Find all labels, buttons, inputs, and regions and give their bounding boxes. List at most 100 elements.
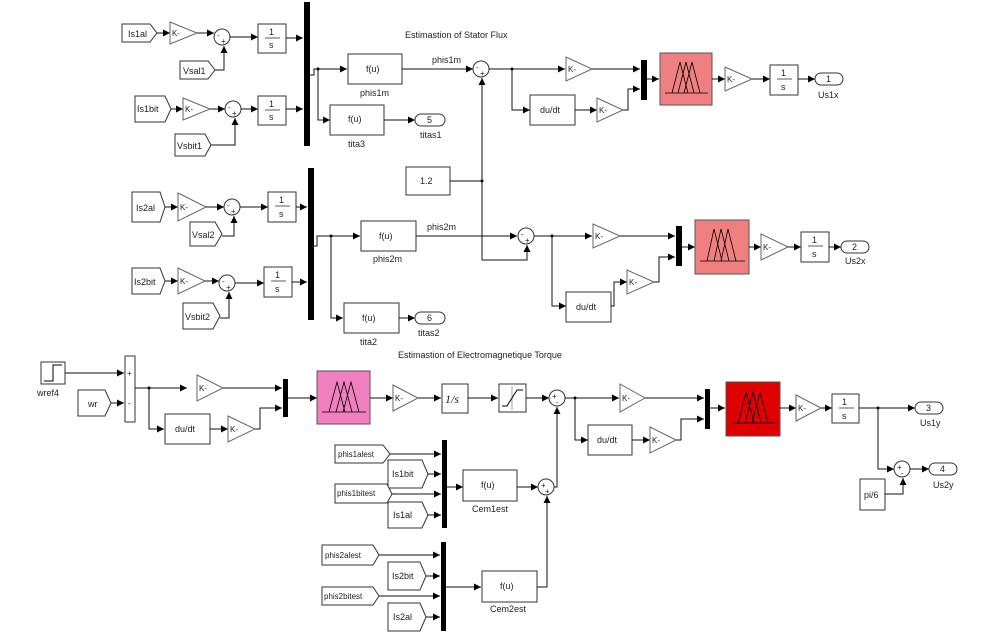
from-phis1bitest[interactable]: phis1bitest bbox=[334, 483, 393, 504]
svg-text:du/dt: du/dt bbox=[175, 424, 196, 434]
fuzzy-controller-2[interactable] bbox=[694, 219, 750, 275]
sum-block[interactable]: - + bbox=[517, 227, 535, 245]
from-is1al-b[interactable]: Is1al bbox=[387, 501, 429, 529]
svg-text:5: 5 bbox=[427, 115, 432, 125]
sum-block[interactable]: - + bbox=[213, 28, 231, 46]
svg-text:Vsbit2: Vsbit2 bbox=[185, 312, 210, 322]
gain-block[interactable]: K- bbox=[724, 66, 754, 92]
svg-text:K-: K- bbox=[199, 384, 207, 393]
gain-block[interactable]: K- bbox=[626, 269, 656, 295]
step-wref4[interactable]: wref4 bbox=[36, 361, 66, 398]
fcn-phis2m[interactable]: f(u) phis2m bbox=[360, 220, 417, 264]
mux-bar[interactable] bbox=[304, 2, 310, 146]
svg-text:s: s bbox=[275, 284, 280, 294]
outport-titas1[interactable]: 5 titas1 bbox=[414, 113, 446, 140]
svg-text:K-: K- bbox=[727, 75, 735, 84]
derivative-block[interactable]: du/dt bbox=[587, 424, 633, 456]
svg-text:1: 1 bbox=[279, 195, 284, 205]
svg-text:f(u): f(u) bbox=[362, 313, 376, 323]
sum-block[interactable]: - + bbox=[224, 100, 242, 118]
svg-text:+: + bbox=[226, 283, 231, 292]
mux-bar[interactable] bbox=[442, 440, 447, 528]
gain-block[interactable]: K- bbox=[565, 56, 594, 82]
gain-block[interactable]: K- bbox=[169, 21, 199, 45]
integrator-block[interactable]: 1 s bbox=[263, 266, 293, 298]
gain-block[interactable]: K- bbox=[619, 383, 647, 413]
integrator-block[interactable]: 1 s bbox=[769, 64, 799, 96]
gain-block[interactable]: K- bbox=[649, 426, 678, 454]
from-is2bit[interactable]: Is2bit bbox=[131, 267, 166, 295]
outport-titas2[interactable]: 6 titas2 bbox=[414, 311, 446, 338]
sum-block[interactable]: + + bbox=[537, 478, 555, 496]
from-vsal2[interactable]: Vsal2 bbox=[189, 221, 223, 247]
svg-text:Is1bit: Is1bit bbox=[137, 104, 159, 114]
outport-us1y[interactable]: 3 Us1y bbox=[914, 401, 944, 428]
svg-text:Vsbit1: Vsbit1 bbox=[177, 141, 202, 151]
derivative-block[interactable]: du/dt bbox=[164, 413, 211, 445]
mux-bar[interactable] bbox=[283, 379, 288, 417]
from-vsbit1[interactable]: Vsbit1 bbox=[174, 133, 212, 157]
fcn-phis1m[interactable]: f(u) phis1m bbox=[347, 53, 403, 98]
outport-us2x[interactable]: 2 Us2x bbox=[840, 240, 870, 266]
sum-block-rect[interactable]: + - bbox=[124, 355, 136, 423]
from-is1bit[interactable]: Is1bit bbox=[134, 95, 172, 123]
gain-block[interactable]: K- bbox=[227, 415, 257, 443]
from-phis2bitest[interactable]: phis2bitest bbox=[321, 586, 380, 606]
outport-us2y[interactable]: 4 Us2y bbox=[928, 462, 958, 490]
integrator-block[interactable]: 1/s bbox=[441, 383, 469, 414]
gain-block[interactable]: K- bbox=[177, 267, 207, 295]
gain-block[interactable]: K- bbox=[182, 97, 212, 121]
fuzzy-controller-3[interactable] bbox=[725, 381, 781, 437]
mux-bar[interactable] bbox=[641, 60, 647, 100]
constant-pi-6[interactable]: pi/6 bbox=[859, 478, 886, 511]
gain-block[interactable]: K- bbox=[592, 223, 622, 249]
from-phis2alest[interactable]: phis2alest bbox=[321, 544, 380, 566]
fcn-tita2[interactable]: f(u) tita2 bbox=[343, 302, 400, 347]
gain-block[interactable]: K- bbox=[596, 97, 625, 123]
fcn-cem1est[interactable]: f(u) Cem1est bbox=[462, 469, 518, 514]
stator-flux-title: Estimastion of Stator Flux bbox=[405, 30, 508, 40]
fuzzy-controller-1[interactable] bbox=[659, 52, 713, 106]
sum-block[interactable]: + - bbox=[548, 389, 566, 407]
svg-text:1/s: 1/s bbox=[445, 392, 459, 406]
sum-block[interactable]: + - bbox=[893, 460, 911, 478]
gain-block[interactable]: K- bbox=[760, 233, 790, 261]
from-wr[interactable]: wr bbox=[77, 389, 112, 417]
mux-bar[interactable] bbox=[441, 542, 446, 631]
outport-us1x[interactable]: 1 Us1x bbox=[814, 72, 844, 100]
from-vsal1[interactable]: Vsal1 bbox=[179, 60, 216, 80]
gain-block[interactable]: K- bbox=[392, 384, 420, 412]
derivative-block[interactable]: du/dt bbox=[529, 94, 576, 126]
svg-text:+: + bbox=[897, 463, 902, 472]
from-is1al[interactable]: Is1al bbox=[121, 23, 158, 43]
from-is2al-b[interactable]: Is2al bbox=[387, 602, 427, 632]
svg-text:phis1bitest: phis1bitest bbox=[337, 489, 376, 498]
mux-bar[interactable] bbox=[705, 389, 710, 429]
gain-block[interactable]: K- bbox=[795, 394, 823, 422]
gain-block[interactable]: K- bbox=[177, 192, 208, 222]
from-is2al[interactable]: Is2al bbox=[131, 191, 166, 223]
constant-1-2[interactable]: 1.2 bbox=[405, 166, 451, 196]
integrator-block[interactable]: 1 s bbox=[257, 95, 287, 126]
sum-block[interactable]: - + bbox=[472, 60, 490, 78]
fcn-tita3[interactable]: f(u) tita3 bbox=[329, 104, 385, 149]
saturation-block[interactable] bbox=[498, 383, 527, 413]
integrator-block[interactable]: 1 s bbox=[267, 191, 297, 223]
mux-bar[interactable] bbox=[308, 168, 314, 320]
from-is1bit-b[interactable]: Is1bit bbox=[387, 459, 429, 489]
derivative-block[interactable]: du/dt bbox=[565, 291, 612, 323]
from-is2bit-b[interactable]: Is2bit bbox=[387, 561, 427, 591]
integrator-block[interactable]: 1 s bbox=[257, 23, 287, 54]
svg-text:Is1al: Is1al bbox=[393, 510, 412, 520]
svg-text:Is2al: Is2al bbox=[136, 203, 155, 213]
sum-block[interactable]: - + bbox=[223, 198, 241, 216]
gain-block[interactable]: K- bbox=[196, 374, 225, 402]
integrator-block[interactable]: 1 s bbox=[800, 231, 830, 263]
fuzzy-controller-torque[interactable] bbox=[316, 370, 371, 425]
from-vsbit2[interactable]: Vsbit2 bbox=[182, 302, 221, 330]
mux-bar[interactable] bbox=[676, 226, 682, 266]
integrator-block[interactable]: 1 s bbox=[831, 393, 860, 424]
sum-block[interactable]: - + bbox=[218, 274, 236, 292]
fcn-cem2est[interactable]: f(u) Cem2est bbox=[481, 570, 538, 614]
from-phis1alest[interactable]: phis1alest bbox=[334, 444, 391, 464]
